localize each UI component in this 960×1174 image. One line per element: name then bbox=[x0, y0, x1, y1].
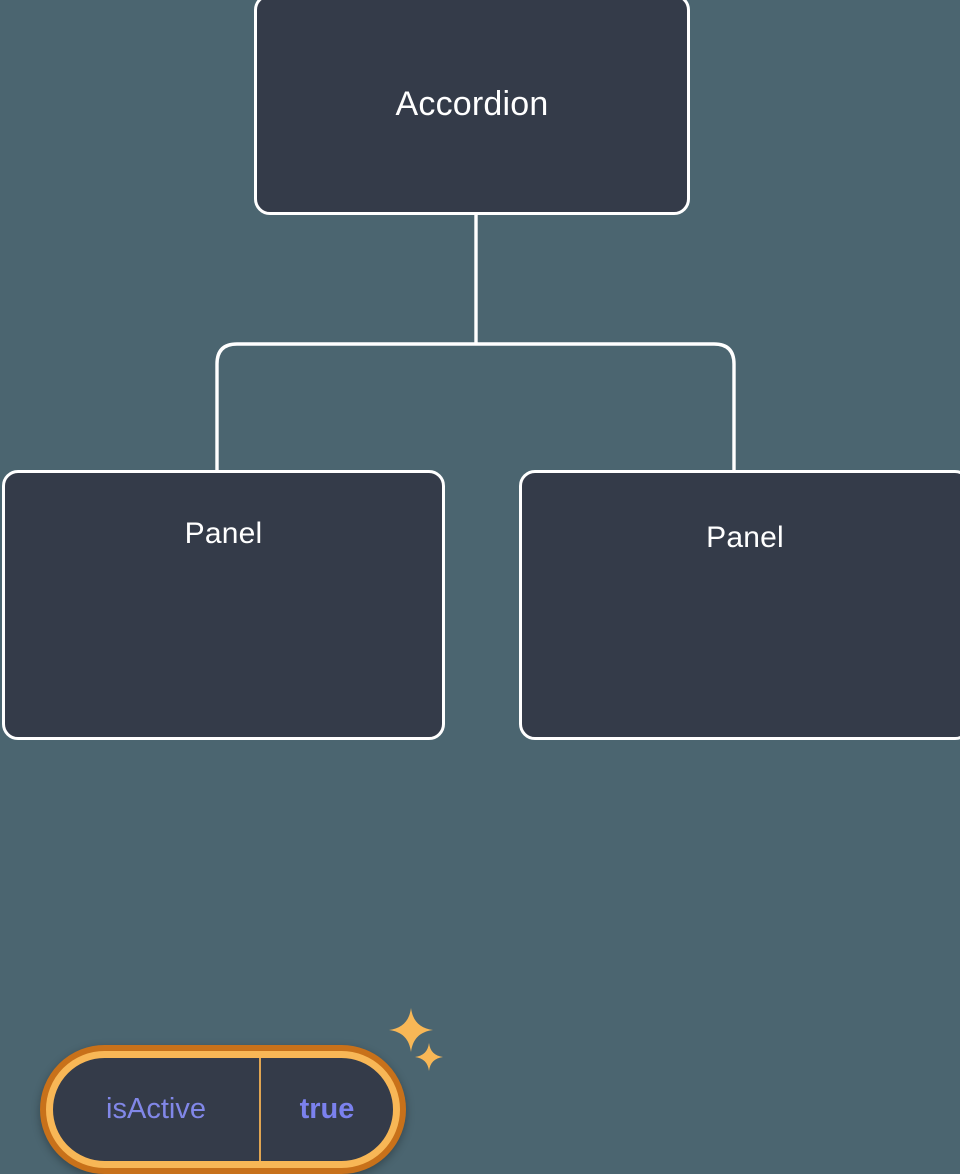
node-panel-left[interactable]: Panel isActive true bbox=[2, 470, 445, 1174]
node-panel-left-label: Panel bbox=[184, 517, 263, 550]
prop-pill-inner: isActive true bbox=[46, 1051, 400, 1168]
connector-branch-right bbox=[476, 342, 736, 472]
sparkle-icon bbox=[389, 1008, 433, 1052]
connector-branch-left bbox=[215, 342, 476, 472]
prop-pill-isactive-true[interactable]: isActive true bbox=[40, 1045, 406, 1174]
prop-value-true: true bbox=[299, 1093, 355, 1125]
node-accordion[interactable]: Accordion bbox=[254, 0, 690, 215]
node-panel-right-label: Panel bbox=[706, 521, 784, 554]
node-accordion-label: Accordion bbox=[395, 85, 549, 123]
node-panel-right[interactable]: Panel isActive false bbox=[519, 470, 960, 740]
prop-key-isactive: isActive bbox=[53, 1058, 261, 1161]
sparkle-icon-small bbox=[415, 1043, 443, 1071]
